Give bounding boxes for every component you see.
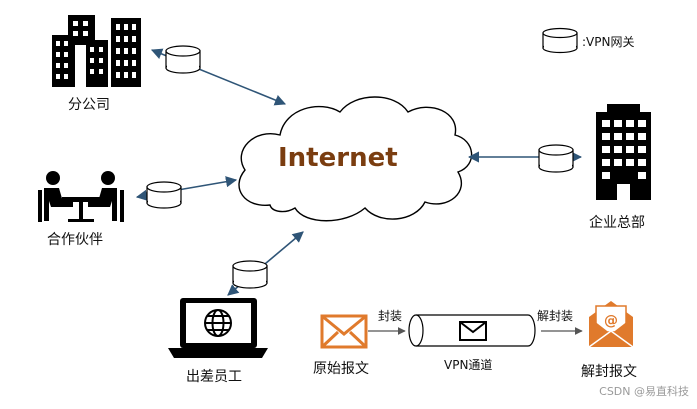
- envelope-icon: [320, 314, 368, 349]
- watermark: CSDN @易直科技: [599, 385, 689, 398]
- branch-office-icon: [52, 15, 141, 87]
- branch-label: 分公司: [68, 97, 110, 113]
- vpn-gateway-icon: [165, 45, 201, 74]
- decapsulated-message-label: 解封报文: [581, 364, 637, 380]
- hq-label: 企业总部: [589, 215, 645, 231]
- svg-text:@: @: [604, 313, 618, 329]
- open-envelope-icon: @: [588, 301, 634, 348]
- vpn-gateway-icon: [232, 260, 268, 289]
- globe-icon: [204, 309, 232, 337]
- legend-label: :VPN网关: [582, 35, 635, 49]
- original-message-label: 原始报文: [313, 361, 369, 377]
- vpn-gateway-icon: [538, 144, 574, 173]
- legend-vpn-gateway-icon: [542, 27, 578, 54]
- tunnel-envelope-icon: [459, 321, 487, 341]
- traveler-label: 出差员工: [186, 369, 242, 385]
- vpn-gateway-icon: [146, 181, 182, 209]
- laptop-icon: [168, 298, 268, 358]
- vpn-tunnel: [408, 314, 536, 347]
- partners-icon: [38, 171, 124, 222]
- internet-cloud: [238, 96, 473, 222]
- decap-label: 解封装: [537, 309, 574, 323]
- internet-label: Internet: [278, 143, 398, 173]
- tunnel-label: VPN通道: [444, 358, 493, 372]
- headquarters-icon: [596, 104, 651, 200]
- partner-label: 合作伙伴: [47, 232, 103, 248]
- encap-label: 封装: [378, 309, 403, 323]
